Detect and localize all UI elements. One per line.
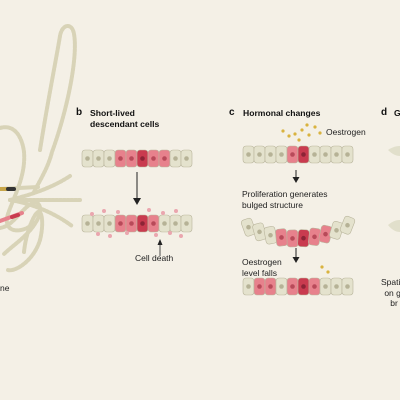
- cell: [169, 149, 182, 168]
- cell-debris: [147, 208, 151, 212]
- panel-d-letter: d: [381, 107, 388, 118]
- row-c-regress: [242, 277, 354, 296]
- cell: [180, 149, 193, 168]
- panel-d-title: G: [394, 108, 400, 118]
- cell: [169, 214, 182, 233]
- cell: [318, 224, 333, 244]
- cell-debris: [179, 234, 183, 238]
- cell: [264, 277, 277, 296]
- oestrogen-falls-label: Oestrogen level falls: [242, 257, 282, 278]
- cell: [275, 228, 288, 247]
- cell: [252, 222, 267, 242]
- cell-debris: [90, 212, 94, 216]
- cell: [114, 214, 127, 233]
- cell-debris: [168, 231, 172, 235]
- cell: [136, 214, 149, 233]
- cell: [92, 214, 105, 233]
- row-c-top: [242, 145, 354, 164]
- panel-d-label: Spatial on gr br: [381, 277, 400, 308]
- cell: [81, 214, 94, 233]
- row-c-bulge: [240, 215, 356, 248]
- oestrogen-dots: [281, 123, 322, 142]
- cell-debris: [125, 231, 129, 235]
- cell-debris: [116, 210, 120, 214]
- cell: [308, 145, 321, 164]
- cell: [330, 145, 343, 164]
- oestrogen-label: Oestrogen: [326, 127, 366, 137]
- cell: [307, 227, 322, 246]
- cell: [158, 149, 171, 168]
- arrow-c2: [292, 257, 300, 263]
- cell-debris: [102, 209, 106, 213]
- cell: [308, 277, 321, 296]
- oestrogen-dots-low: [320, 265, 330, 274]
- cell: [330, 277, 343, 296]
- cell: [103, 214, 116, 233]
- cell: [147, 214, 160, 233]
- cell: [158, 214, 171, 233]
- cell: [286, 277, 299, 296]
- cell: [286, 229, 299, 248]
- cell: [275, 277, 288, 296]
- row-b-dying: [81, 208, 193, 238]
- panel-d-streaks: [388, 146, 400, 232]
- cell: [297, 277, 310, 296]
- cell: [125, 214, 138, 233]
- cell: [81, 149, 94, 168]
- cell: [339, 215, 356, 235]
- tubule-loops: [0, 24, 77, 273]
- cell-debris: [108, 234, 112, 238]
- cell: [286, 145, 299, 164]
- cell-death-label: Cell death: [135, 253, 174, 263]
- cell-debris: [161, 211, 165, 215]
- panel-b-title: Short-lived descendant cells: [90, 108, 160, 129]
- cell: [147, 149, 160, 168]
- cell: [275, 145, 288, 164]
- row-b-top: [81, 149, 193, 168]
- tubule-segments: [0, 185, 40, 223]
- cell-debris: [96, 232, 100, 236]
- cell: [253, 145, 266, 164]
- cell: [319, 145, 332, 164]
- arrow-c1: [292, 177, 300, 183]
- cell: [297, 229, 310, 248]
- panel-c-letter: c: [229, 107, 235, 118]
- cell: [242, 145, 255, 164]
- cell: [136, 149, 149, 168]
- tubule-fan: [8, 174, 82, 228]
- cell: [263, 226, 278, 245]
- cell: [253, 277, 266, 296]
- panel-c-title: Hormonal changes: [243, 108, 321, 118]
- cell: [103, 149, 116, 168]
- cell: [125, 149, 138, 168]
- cell: [341, 277, 354, 296]
- cell: [341, 145, 354, 164]
- panel-a-label: ne: [0, 283, 10, 293]
- cell: [180, 214, 193, 233]
- cell-debris: [174, 209, 178, 213]
- cell: [92, 149, 105, 168]
- cell-debris: [154, 233, 158, 237]
- cell: [297, 145, 310, 164]
- cell: [319, 277, 332, 296]
- cell: [114, 149, 127, 168]
- arrow-b-down: [133, 198, 141, 205]
- cell: [264, 145, 277, 164]
- panel-b-letter: b: [76, 107, 83, 118]
- cell: [242, 277, 255, 296]
- proliferation-label: Proliferation generates bulged structure: [242, 189, 328, 210]
